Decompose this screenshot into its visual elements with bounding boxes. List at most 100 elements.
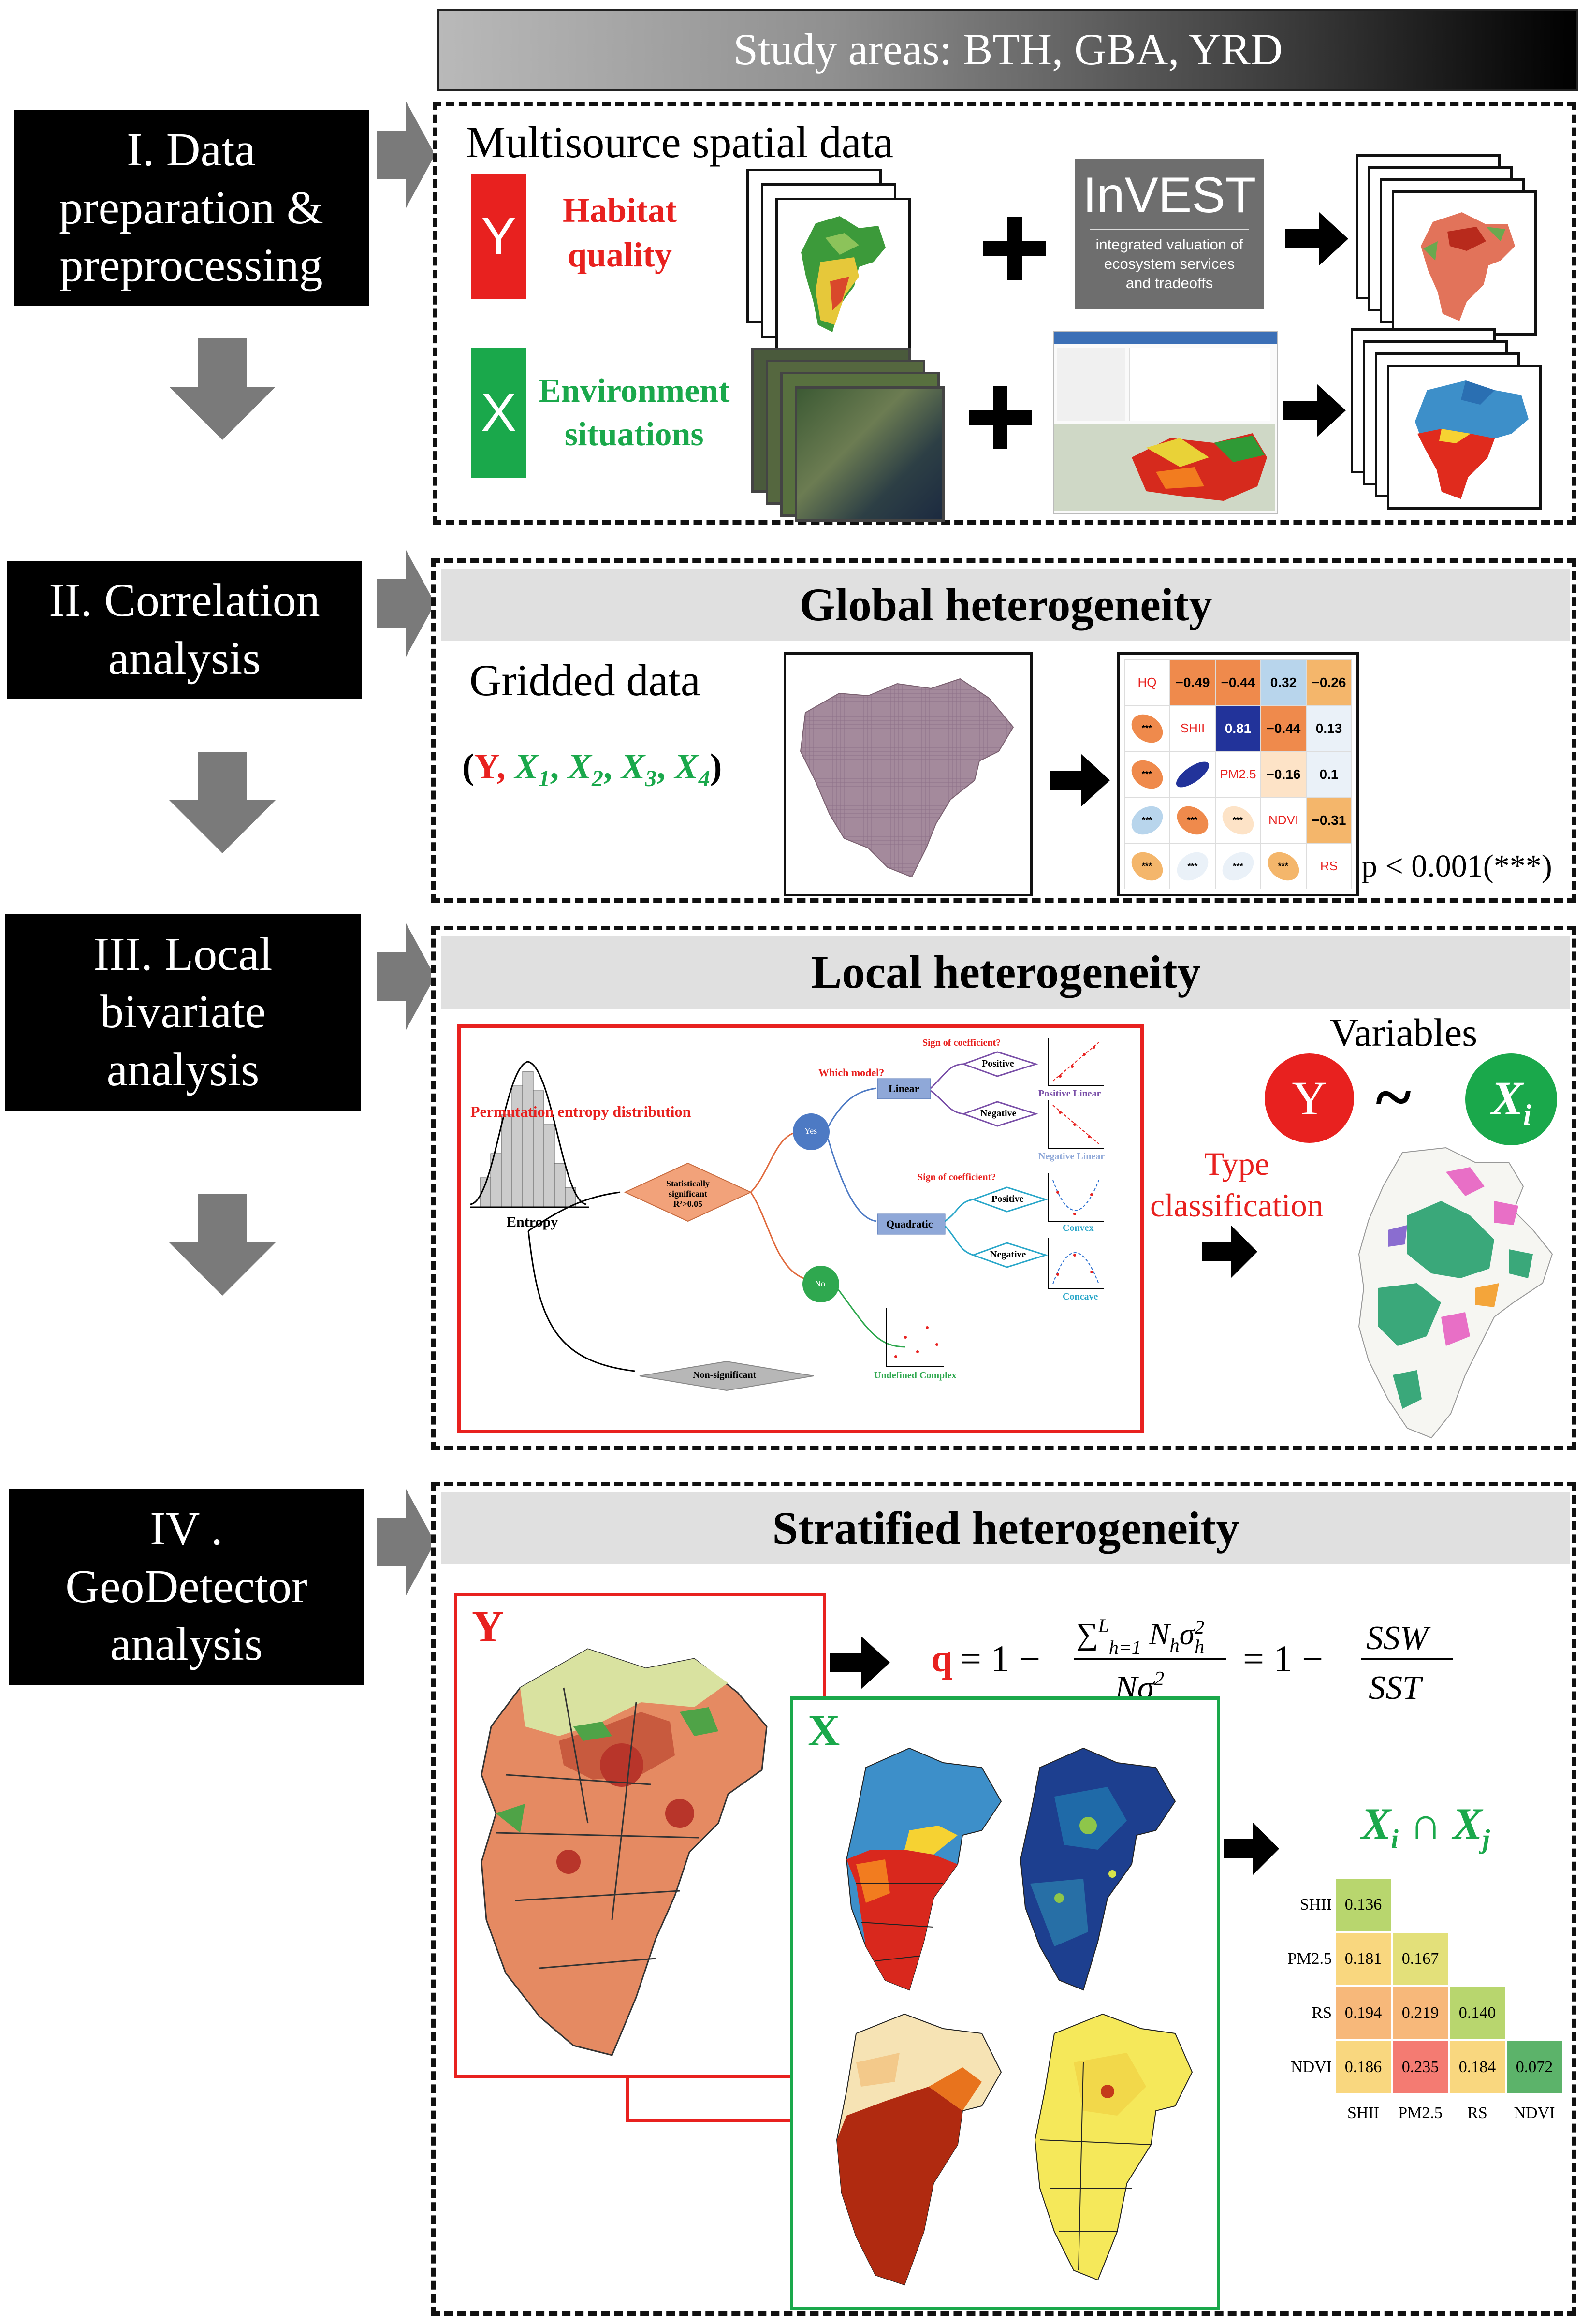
stage-2-line-1: II. Correlation [49,574,320,627]
arrow-right-icon [377,923,435,1030]
stage-1-line-1: I. Data [127,124,256,176]
significance-stars: *** [1233,861,1243,871]
matrix-ellipse-cell: *** [1124,797,1170,843]
habitat-quality-map [481,1648,768,2056]
table-cell: 0.181 [1335,1932,1392,1986]
arrow-right-icon [1285,212,1348,265]
positive-linear-plot [1048,1038,1104,1086]
local-heterogeneity-band: Local heterogeneity [441,936,1570,1009]
svg-text:q: q [931,1637,953,1680]
panel-correlation: Global heterogeneity Gridded data (Y, X1… [431,558,1576,903]
table-cell: 0.184 [1449,2040,1506,2094]
arrow-right-icon [377,102,435,208]
earth-engine-screenshot [1053,331,1278,514]
table-cell: 0.167 [1392,1932,1449,1986]
matrix-ellipse-cell: *** [1215,797,1261,843]
matrix-ellipse-cell: *** [1124,751,1170,797]
gridded-map-frame [784,652,1033,896]
connector-line [626,2078,629,2122]
significance-stars: *** [1142,815,1152,825]
negative-text: Negative [980,1108,1017,1119]
table-cell: 0.194 [1335,1986,1392,2040]
y-circle: Y [1265,1053,1354,1143]
global-heterogeneity-band: Global heterogeneity [441,569,1570,641]
concave-label: Concave [1063,1291,1098,1302]
table-row-label: RS [1312,2004,1332,2022]
undefined-complex-plot [886,1308,944,1367]
svg-text:SST: SST [1369,1669,1424,1707]
y-map-box: Y [454,1593,826,2078]
significance-stars: *** [1142,861,1152,871]
plus-icon [983,217,1046,280]
convex-plot [1048,1173,1104,1222]
matrix-diagonal-label: PM2.5 [1215,751,1261,797]
permutation-entropy-title: Permutation entropy distribution [470,1103,691,1120]
stratified-heterogeneity-band: Stratified heterogeneity [441,1492,1570,1564]
matrix-value-cell: −0.44 [1261,705,1306,751]
environment-map-1 [846,1747,1002,1991]
environment-map-3 [836,2013,1002,2286]
matrix-ellipse-cell: *** [1170,843,1215,889]
matrix-value-cell: −0.16 [1261,751,1306,797]
negative-hexagon [961,1101,1039,1127]
matrix-ellipse: *** [1217,800,1259,840]
matrix-ellipse-cell: *** [1124,705,1170,751]
stage-1-line-3: preprocessing [59,239,323,292]
matrix-ellipse [1172,757,1213,792]
table-col-label: SHII [1347,2104,1380,2122]
svg-text:= 1 −: = 1 − [960,1637,1040,1680]
arrow-down-icon [169,752,276,853]
panel-1-title: Multisource spatial data [466,117,893,167]
matrix-diagonal-label: SHII [1170,705,1215,751]
stage-3-line-3: analysis [106,1043,260,1096]
stage-1-line-2: preparation & [59,181,323,234]
matrix-diagonal-label: NDVI [1261,797,1306,843]
table-col-label: PM2.5 [1398,2104,1443,2122]
matrix-diagonal-label: RS [1306,843,1352,889]
matrix-ellipse: *** [1217,846,1259,886]
significance-stars: *** [1142,769,1152,779]
plus-icon [969,386,1032,449]
habitat-quality-map-output [1392,190,1537,336]
classified-type-map [1358,1147,1553,1439]
x-maps-box: X [790,1696,1220,2310]
entropy-axis-label: Entropy [507,1214,558,1230]
matrix-value-cell: 0.13 [1306,705,1352,751]
table-col-label: NDVI [1514,2104,1555,2122]
positive-hexagon-2 [971,1186,1049,1213]
satellite-image-thumbnail [795,386,945,522]
positive-linear-label: Positive Linear [1038,1088,1101,1099]
table-row-label: PM2.5 [1287,1950,1332,1968]
undefined-complex-label: Undefined Complex [874,1370,957,1381]
matrix-value-cell: 0.1 [1306,751,1352,797]
significance-stars: *** [1233,815,1243,825]
matrix-diagonal-label: HQ [1124,659,1170,705]
matrix-ellipse: *** [1126,708,1168,748]
svg-text:SSW: SSW [1366,1620,1431,1657]
sign-coefficient-text: Sign of coefficient? [922,1038,1001,1048]
xi-intersect-xj-label: Xi ∩ Xj [1361,1799,1490,1855]
table-cell: 0.140 [1449,1986,1506,2040]
matrix-ellipse: *** [1171,846,1214,886]
quadratic-text: Quadratic [886,1218,933,1230]
study-areas-title: Study areas: BTH, GBA, YRD [733,25,1283,74]
convex-label: Convex [1063,1223,1094,1233]
arrow-right-icon [1283,384,1346,437]
positive-text-2: Positive [991,1194,1024,1204]
matrix-ellipse: *** [1126,800,1168,840]
nonsignificant-text: Non-significant [693,1370,757,1380]
matrix-ellipse-cell: *** [1261,843,1306,889]
table-cell: 0.136 [1335,1878,1392,1932]
matrix-ellipse-cell [1170,751,1215,797]
xi-circle: Xi [1465,1053,1557,1145]
negative-hexagon-2 [971,1242,1049,1268]
y-variable-box: Y [471,174,526,299]
positive-text: Positive [982,1058,1014,1069]
